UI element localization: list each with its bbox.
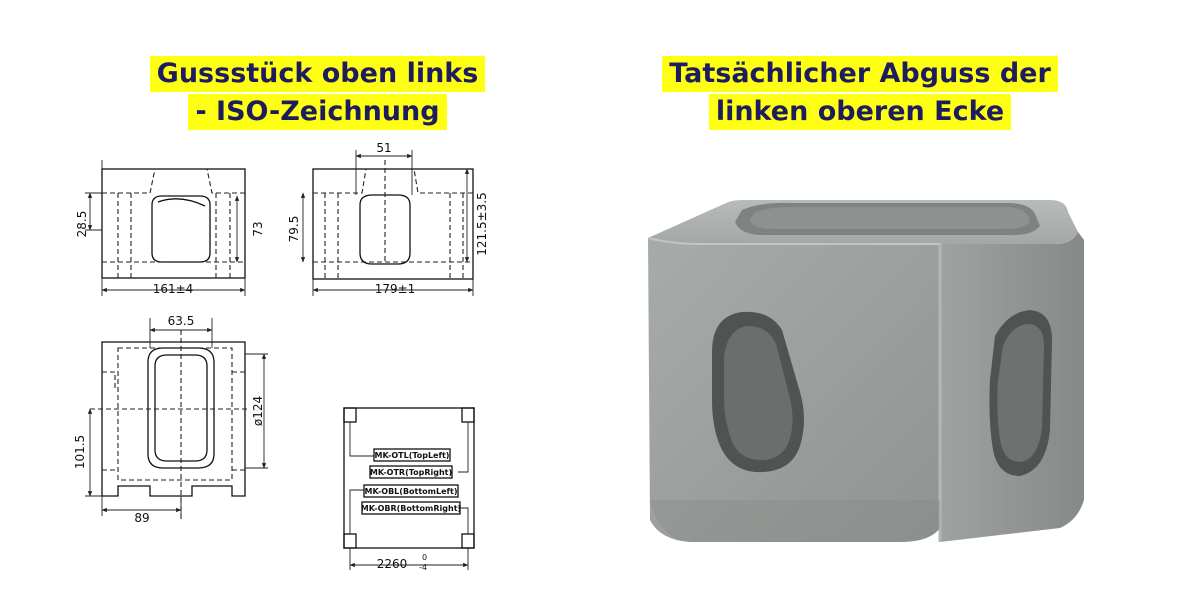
title-left-line1: Gussstück oben links bbox=[149, 56, 486, 92]
title-right-line2: linken oberen Ecke bbox=[708, 94, 1012, 130]
dim-79-5: 79.5 bbox=[287, 216, 301, 243]
corner-box-br bbox=[461, 533, 475, 549]
view-front-left: 28.5 73 161±4 bbox=[75, 160, 265, 296]
dim-2260-tol-lower: -4 bbox=[419, 563, 427, 572]
view-frame: MK-OTL(TopLeft) MK-OTR(TopRight) MK-OBL(… bbox=[343, 407, 475, 572]
dim-101-5: 101.5 bbox=[73, 435, 87, 469]
dim-63-5: 63.5 bbox=[168, 314, 195, 328]
label-otl: MK-OTL(TopLeft) bbox=[375, 451, 450, 460]
dim-28-5: 28.5 bbox=[75, 211, 89, 238]
dim-124: ø124 bbox=[251, 396, 265, 426]
dim-73: 73 bbox=[251, 221, 265, 236]
label-obl: MK-OBL(BottomLeft) bbox=[365, 487, 458, 496]
dim-161: 161±4 bbox=[153, 282, 194, 296]
dim-89: 89 bbox=[134, 511, 149, 525]
dim-51: 51 bbox=[376, 141, 391, 155]
casting-photo bbox=[647, 200, 1084, 542]
corner-box-tl bbox=[343, 407, 357, 423]
view-side-right: 51 79.5 121.5±3.5 179±1 bbox=[287, 141, 489, 296]
dim-2260-tol-upper: 0 bbox=[422, 553, 427, 562]
dim-121-5: 121.5±3.5 bbox=[475, 192, 489, 256]
label-obr: MK-OBR(BottomRight) bbox=[361, 504, 461, 513]
corner-box-bl bbox=[343, 533, 357, 549]
dim-179: 179±1 bbox=[375, 282, 416, 296]
corner-box-tr bbox=[461, 407, 475, 423]
dim-2260: 2260 bbox=[377, 557, 408, 571]
view-top: 63.5 101.5 ø124 89 bbox=[73, 314, 268, 525]
title-right: Tatsächlicher Abguss der linken oberen E… bbox=[650, 56, 1070, 132]
label-otr: MK-OTR(TopRight) bbox=[370, 468, 452, 477]
title-left: Gussstück oben links - ISO-Zeichnung bbox=[110, 56, 525, 132]
title-right-line1: Tatsächlicher Abguss der bbox=[662, 56, 1058, 92]
title-left-line2: - ISO-Zeichnung bbox=[188, 94, 447, 130]
